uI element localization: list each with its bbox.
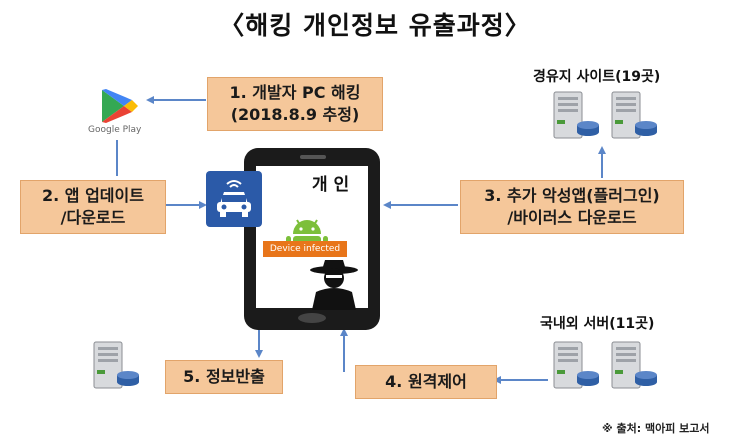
domestic-sites-label: 경유지 사이트(19곳) — [533, 69, 661, 85]
step2-line2: /다운로드 — [60, 208, 126, 227]
step1-box: 1. 개발자 PC 해킹 (2018.8.9 추정) — [207, 77, 383, 131]
step4-label: 4. 원격제어 — [385, 372, 467, 391]
overseas-servers-icon — [553, 341, 657, 389]
step2-box: 2. 앱 업데이트 /다운로드 — [20, 180, 166, 234]
step1-line2: (2018.8.9 추정) — [230, 105, 360, 124]
hacker-icon — [310, 260, 358, 310]
step3-line2: /바이러스 다운로드 — [507, 208, 637, 227]
step2-line1: 2. 앱 업데이트 — [42, 186, 144, 205]
step1-line1: 1. 개발자 PC 해킹 — [229, 83, 361, 102]
phone-label: 개 인 — [312, 175, 350, 195]
relay-servers-icon — [553, 91, 657, 139]
source-credit: ※ 출처: 맥아피 보고서 — [602, 422, 710, 435]
device-infected-banner: Device infected — [263, 241, 347, 257]
google-play-label: Google Play — [88, 125, 142, 135]
step5-label: 5. 정보반출 — [183, 367, 265, 386]
diagram-title: 〈해킹 개인정보 유출과정〉 — [219, 11, 531, 40]
malicious-app-icon — [206, 171, 262, 227]
servers-label: 국내외 서버(11곳) — [540, 316, 655, 332]
exfiltration-server-icon — [93, 341, 139, 389]
step5-box: 5. 정보반출 — [165, 360, 283, 394]
step4-box: 4. 원격제어 — [355, 365, 497, 399]
google-play-icon — [102, 89, 138, 123]
step3-box: 3. 추가 악성앱(플러그인) /바이러스 다운로드 — [460, 180, 684, 234]
step3-line1: 3. 추가 악성앱(플러그인) — [484, 186, 660, 205]
